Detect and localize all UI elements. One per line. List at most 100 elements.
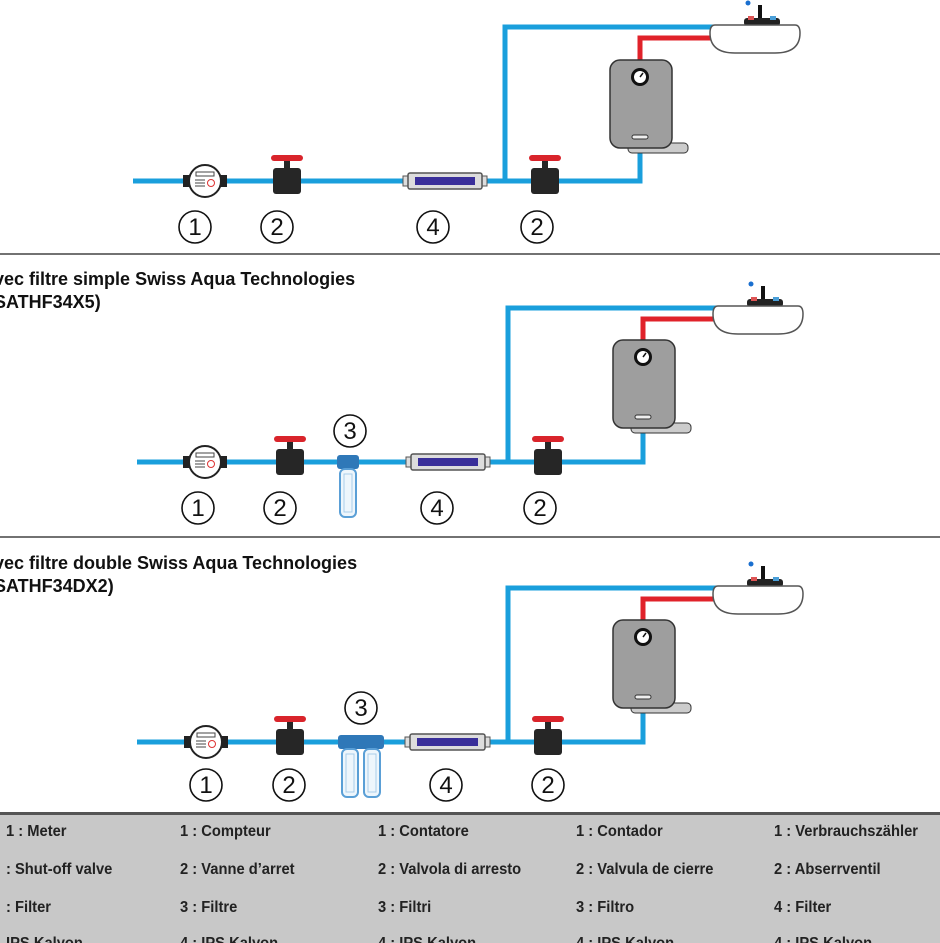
legend-entry: 4 : IPS Kalyon: [774, 935, 872, 943]
water-heater: [609, 59, 689, 154]
shutoff-valve: [532, 716, 564, 755]
cold-water-pipe: [133, 153, 643, 184]
hot-water-pipe: [640, 316, 728, 340]
valve-handle: [274, 436, 306, 442]
shutoff-valve: [271, 155, 303, 194]
legend-entry: 1 : Contador: [576, 823, 663, 840]
water-meter: [183, 164, 227, 198]
svg-text:2: 2: [273, 495, 286, 522]
cold-branch-pipe: [505, 305, 723, 462]
caption-line-1: vec filtre double Swiss Aqua Technologie…: [0, 553, 358, 573]
legend-entry: 3 : Filtri: [378, 899, 432, 916]
legend-entry: 2 : Valvola di arresto: [378, 861, 522, 878]
svg-text:3: 3: [354, 695, 367, 722]
faucet: [761, 286, 765, 302]
water-meter: [184, 725, 228, 759]
ips-kalyon-unit: [405, 453, 491, 471]
shutoff-valve: [529, 155, 561, 194]
hot-water-pipe: [637, 35, 725, 60]
legend-table: 1 : Meter : Shut-off valve : FilterIPS Kal…: [0, 812, 940, 943]
svg-text:1: 1: [191, 495, 204, 522]
number-label: 4: [416, 210, 450, 244]
faucet: [761, 566, 765, 582]
number-label: 3: [333, 414, 367, 448]
svg-text:4: 4: [430, 495, 443, 522]
water-meter: [183, 445, 227, 479]
single-filter: [337, 455, 359, 518]
legend-entry: 1 : Verbrauchszähler: [774, 823, 918, 840]
svg-text:2: 2: [541, 772, 554, 799]
svg-text:1: 1: [199, 772, 212, 799]
svg-text:2: 2: [270, 214, 283, 241]
sink-faucet: [712, 561, 804, 615]
water-drop: [748, 561, 754, 567]
panel-2: 1 2 3 4 2: [137, 281, 804, 525]
number-label: 2: [520, 210, 554, 244]
panel-1: 1 2 4 2: [133, 0, 801, 244]
cold-water-pipe: [137, 713, 646, 745]
valve-handle: [274, 716, 306, 722]
svg-text:1: 1: [188, 214, 201, 241]
number-label: 1: [178, 210, 212, 244]
panel-2-caption: vec filtre simple Swiss Aqua Technologie…: [0, 268, 355, 314]
panel-3-caption: vec filtre double Swiss Aqua Technologie…: [0, 552, 357, 598]
cold-branch-pipe: [505, 585, 723, 742]
legend-entry: 4 : Filter: [774, 899, 832, 916]
double-filter: [338, 735, 384, 798]
shutoff-valve: [532, 436, 564, 475]
svg-text:2: 2: [533, 495, 546, 522]
valve-handle: [271, 155, 303, 161]
legend-entry: 2 : Vanne d’arret: [180, 861, 295, 878]
caption-line-2: SATHF34X5): [0, 292, 101, 312]
legend-entry: 4 : IPS Kalyon: [378, 935, 476, 943]
water-drop: [748, 281, 754, 287]
valve-handle: [529, 155, 561, 161]
water-drop: [745, 0, 751, 6]
sink-faucet: [709, 0, 801, 54]
legend-entry: 4 : IPS Kalyon: [576, 935, 674, 943]
number-label: 2: [272, 768, 306, 802]
shutoff-valve: [274, 716, 306, 755]
legend-entry: : Shut-off valve: [6, 861, 113, 878]
panel-3: 1 2 3 4 2: [137, 561, 804, 802]
ips-kalyon-unit: [402, 172, 488, 190]
number-label: 1: [181, 491, 215, 525]
number-label: 1: [189, 768, 223, 802]
ips-kalyon-unit: [404, 733, 491, 751]
number-label: 2: [531, 768, 565, 802]
legend-entry: : Filter: [6, 899, 51, 916]
cold-water-pipe: [137, 433, 646, 465]
shutoff-valve: [274, 436, 306, 475]
water-heater: [612, 619, 692, 714]
legend-entry: 4 : IPS Kalyon: [180, 935, 278, 943]
legend-entry: 2 : Abserrventil: [774, 861, 881, 878]
legend-entry: 1 : Compteur: [180, 823, 271, 840]
legend-entry: IPS Kalyon: [6, 935, 83, 943]
number-label: 3: [344, 691, 378, 725]
svg-text:2: 2: [530, 214, 543, 241]
sink-faucet: [712, 281, 804, 335]
plumbing-diagram: 1 2 4 2 1 2 3 4 2 1 2 3 4 2: [0, 0, 940, 802]
svg-text:4: 4: [439, 772, 452, 799]
number-label: 2: [263, 491, 297, 525]
cold-branch-pipe: [502, 24, 720, 181]
water-heater: [612, 339, 692, 434]
faucet: [758, 5, 762, 21]
number-label: 2: [523, 491, 557, 525]
legend-entry: 3 : Filtre: [180, 899, 238, 916]
svg-text:4: 4: [426, 214, 439, 241]
number-label: 4: [420, 491, 454, 525]
hot-water-pipe: [640, 596, 728, 620]
legend-entry: 1 : Meter: [6, 823, 67, 840]
legend-entry: 2 : Valvula de cierre: [576, 861, 714, 878]
number-label: 2: [260, 210, 294, 244]
legend-entry: 1 : Contatore: [378, 823, 469, 840]
number-label: 4: [429, 768, 463, 802]
caption-line-2: SATHF34DX2): [0, 576, 114, 596]
caption-line-1: vec filtre simple Swiss Aqua Technologie…: [0, 269, 356, 289]
valve-handle: [532, 716, 564, 722]
legend-entry: 3 : Filtro: [576, 899, 635, 916]
svg-text:3: 3: [343, 418, 356, 445]
svg-text:2: 2: [282, 772, 295, 799]
valve-handle: [532, 436, 564, 442]
